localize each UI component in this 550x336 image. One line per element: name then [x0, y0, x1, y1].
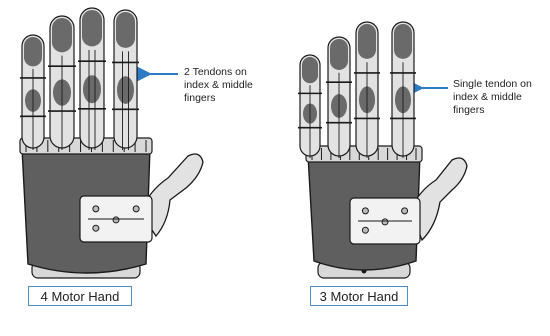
plate-screw [93, 206, 99, 212]
caption-4-motor-hand-text: 4 Motor Hand [41, 289, 120, 304]
plate-screw [382, 219, 388, 225]
finger-tip [302, 57, 318, 83]
finger-tip [82, 10, 102, 46]
callout-right-line3: fingers [453, 104, 532, 117]
finger-1 [298, 55, 322, 158]
plate-screw [362, 208, 368, 214]
caption-3-motor-hand-text: 3 Motor Hand [320, 289, 399, 304]
finger-pad [117, 76, 134, 104]
plate-screw [113, 217, 119, 223]
plate-screw [402, 208, 408, 214]
finger-tip [116, 12, 135, 48]
plate-screw [133, 206, 139, 212]
plate-screw [93, 225, 99, 231]
caption-4-motor-hand: 4 Motor Hand [28, 286, 132, 306]
finger-4 [390, 22, 416, 158]
finger-3 [354, 22, 380, 158]
callout-left-line2: index & middle [184, 79, 253, 92]
finger-4 [112, 10, 139, 150]
plate-screw [362, 227, 368, 233]
callout-left: 2 Tendons on index & middle fingers [184, 66, 253, 105]
callout-left-line1: 2 Tendons on [184, 66, 253, 79]
callout-right: Single tendon on index & middle fingers [453, 78, 532, 117]
caption-3-motor-hand: 3 Motor Hand [310, 286, 408, 306]
finger-tip [52, 18, 72, 52]
finger-1 [20, 35, 46, 150]
finger-2 [326, 37, 352, 158]
finger-tip [24, 37, 42, 66]
finger-tip [358, 24, 376, 59]
finger-3 [78, 8, 106, 150]
finger-pad [83, 75, 101, 103]
callout-right-line2: index & middle [453, 91, 532, 104]
finger-tip [394, 24, 412, 59]
callout-left-line3: fingers [184, 92, 253, 105]
finger-2 [48, 16, 76, 150]
callout-right-line1: Single tendon on [453, 78, 532, 91]
four-motor-hand [20, 74, 203, 278]
finger-tip [330, 39, 348, 70]
